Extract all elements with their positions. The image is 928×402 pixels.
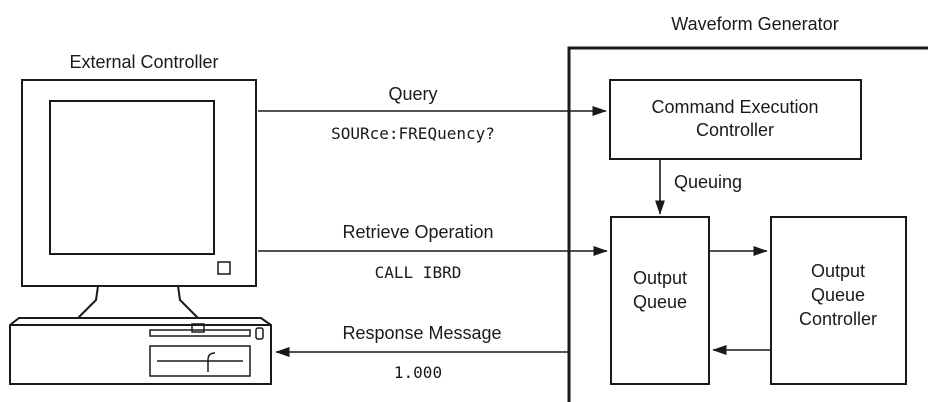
queue-controller-line-3: Controller <box>799 309 877 329</box>
queue-controller-line-2: Queue <box>811 285 865 305</box>
monitor-icon <box>21 79 257 319</box>
command-execution-controller: Command Execution Controller <box>609 79 862 160</box>
output-queue: Output Queue <box>610 216 710 385</box>
response-value: 1.000 <box>394 363 442 382</box>
generator-enclosure <box>567 46 928 402</box>
output-queue-controller: Output Queue Controller <box>770 216 907 385</box>
retrieve-command: CALL IBRD <box>375 263 462 282</box>
retrieve-label: Retrieve Operation <box>342 222 493 242</box>
external-controller: External Controller <box>9 52 272 385</box>
query-label: Query <box>388 84 437 104</box>
waveform-generator: Waveform Generator <box>567 14 928 402</box>
command-box-line-1: Command Execution <box>651 97 818 117</box>
queue-controller-line-1: Output <box>811 261 865 281</box>
query-command: SOURce:FREQuency? <box>331 124 495 143</box>
output-queue-line-2: Queue <box>633 292 687 312</box>
command-box-line-2: Controller <box>696 120 774 140</box>
queuing-label: Queuing <box>674 172 742 192</box>
controller-title: External Controller <box>69 52 218 72</box>
system-unit-icon <box>9 317 272 385</box>
response-label: Response Message <box>342 323 501 343</box>
generator-title: Waveform Generator <box>671 14 838 34</box>
output-queue-line-1: Output <box>633 268 687 288</box>
